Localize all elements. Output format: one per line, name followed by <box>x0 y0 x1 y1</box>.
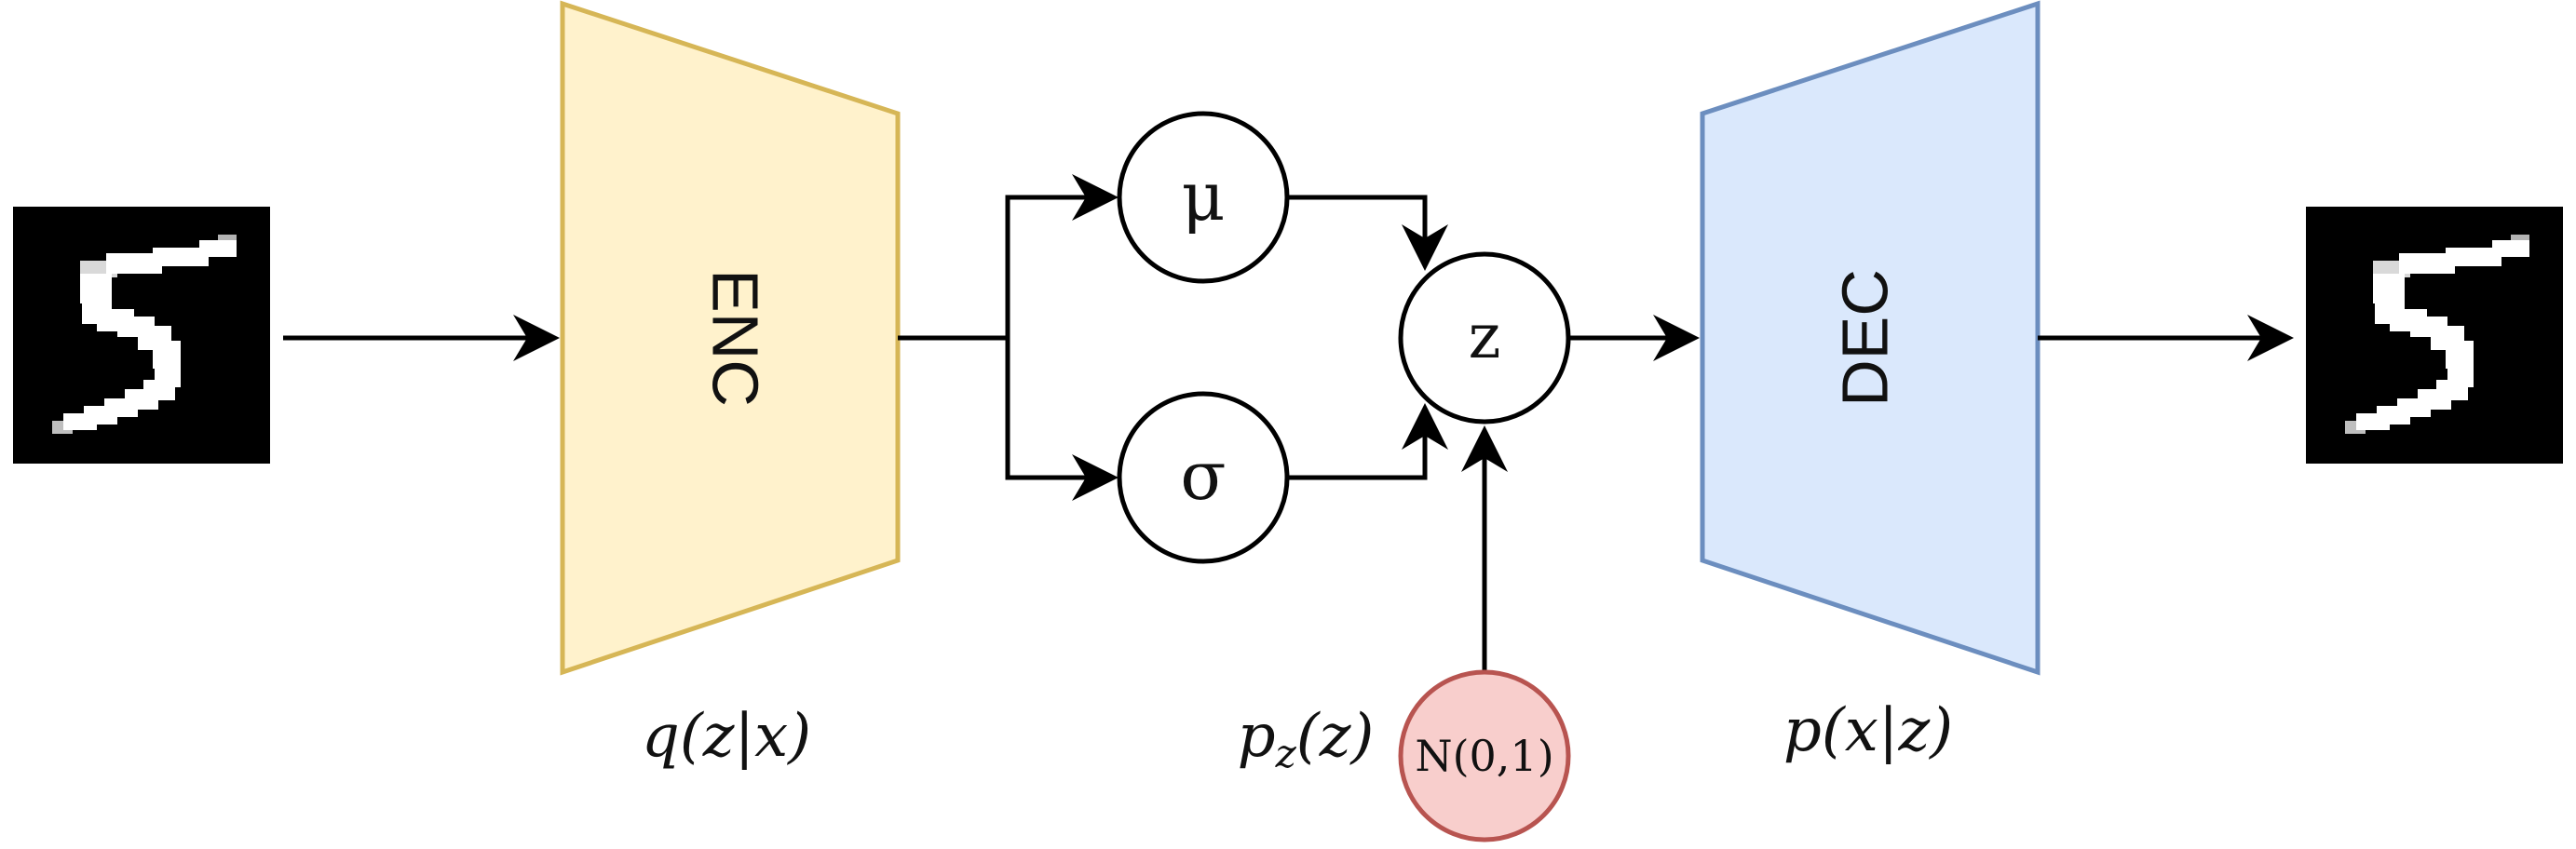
prior-dist-args: (z) <box>1296 702 1375 771</box>
encoder-distribution-label: q(z|x) <box>642 702 811 771</box>
mu-label: μ <box>1182 157 1226 236</box>
encoder-block <box>560 0 901 676</box>
sigma-node <box>1117 391 1290 564</box>
z-label: z <box>1469 301 1501 372</box>
output-image <box>2306 207 2563 464</box>
prior-node <box>1398 669 1571 842</box>
digit-five-image <box>13 207 270 464</box>
encoder-dist-main: q <box>642 702 680 771</box>
prior-label: N(0,1) <box>1415 731 1553 781</box>
digit-five-image <box>2306 207 2563 464</box>
z-node <box>1398 251 1571 424</box>
arrow-sigma-to-z <box>1289 403 1448 480</box>
arrow-encoder-to-mu <box>1005 174 1119 338</box>
sigma-label: σ <box>1180 437 1226 515</box>
encoder-dist-args: (z|x) <box>680 702 811 771</box>
prior-distribution-label: pz(z) <box>1238 702 1375 776</box>
decoder-block <box>1700 0 2040 676</box>
mu-node <box>1117 111 1290 284</box>
encoder-label: ENC <box>699 269 772 407</box>
arrow-encoder-to-sigma <box>1005 338 1119 501</box>
input-image <box>13 207 270 464</box>
decoder-distribution-label: p(x|z) <box>1783 696 1953 765</box>
arrow-mu-to-z <box>1289 195 1448 271</box>
prior-dist-sub: z <box>1275 731 1297 776</box>
decoder-dist-main: p <box>1783 696 1822 765</box>
decoder-dist-args: (x|z) <box>1822 696 1953 765</box>
decoder-label: DEC <box>1828 269 1901 407</box>
prior-dist-main: p <box>1238 702 1276 771</box>
